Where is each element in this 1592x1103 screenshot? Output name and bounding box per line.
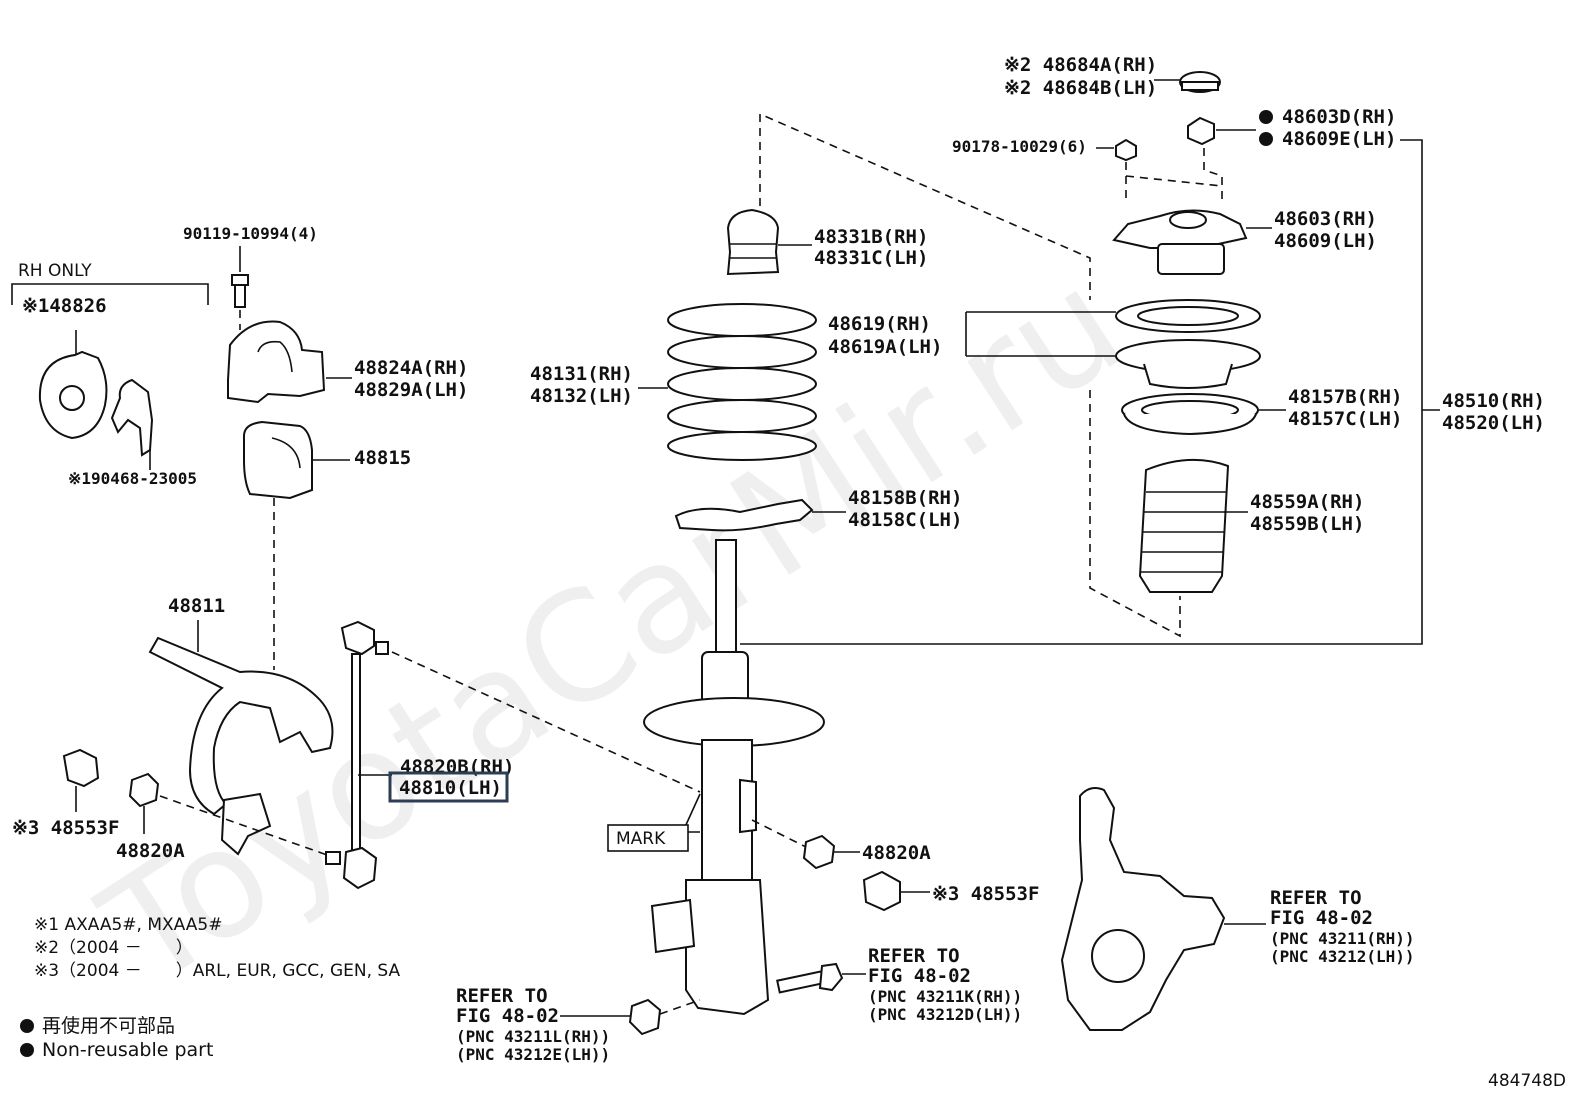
label-refer-bolt-3: (PNC 43211K(RH)) — [868, 987, 1022, 1006]
part-48810-stabilizer-link[interactable] — [325, 620, 389, 890]
nonreusable-dot-48609e — [1259, 132, 1273, 146]
legend-dot-jp — [20, 1019, 34, 1033]
label-refer-nut-1: REFER TO — [456, 985, 548, 1007]
note-3: ※3（2004 － ）ARL, EUR, GCC, GEN, SA — [34, 961, 401, 981]
leader-48619-bracket — [965, 311, 1116, 357]
part-48811-stabilizer-bar[interactable] — [148, 636, 334, 856]
label-48157c[interactable]: 48157C(LH) — [1288, 408, 1402, 430]
label-refer-knuckle-2[interactable]: FIG 48-02 — [1270, 907, 1373, 929]
label-48559b[interactable]: 48559B(LH) — [1250, 513, 1364, 535]
label-refer-nut-2[interactable]: FIG 48-02 — [456, 1005, 559, 1027]
part-48619-insulator-lower[interactable] — [1115, 339, 1261, 389]
label-48520[interactable]: 48520(LH) — [1442, 412, 1545, 434]
leader-48820a-right-dashed — [751, 819, 809, 849]
part-48619-insulator-upper[interactable] — [1115, 299, 1261, 333]
part-48815-bushing[interactable] — [243, 420, 313, 500]
part-48158-lower-insulator[interactable] — [674, 498, 814, 532]
legend-en: Non-reusable part — [42, 1039, 213, 1061]
legend-jp: 再使用不可部品 — [42, 1015, 175, 1037]
label-48553f-right[interactable]: ※3 48553F — [932, 883, 1039, 905]
label-refer-knuckle-1: REFER TO — [1270, 887, 1362, 909]
label-refer-knuckle-3: (PNC 43211(RH)) — [1270, 929, 1415, 948]
part-48553f-left[interactable] — [62, 748, 100, 788]
label-48829a[interactable]: 48829A(LH) — [354, 379, 468, 401]
leader-48820a-left-dashed — [159, 795, 331, 857]
highlight-48810 — [388, 771, 509, 803]
leader-link-to-strut — [391, 651, 701, 793]
mark-label: MARK — [616, 829, 666, 849]
label-48131[interactable]: 48131(RH) — [530, 363, 633, 385]
nonreusable-dot-48603d — [1259, 110, 1273, 124]
part-48331-bump-stop[interactable] — [726, 208, 780, 276]
leader-boot-dashed — [1089, 390, 1181, 638]
part-90468-clip[interactable] — [110, 378, 154, 470]
label-48684b[interactable]: ※2 48684B(LH) — [1004, 77, 1157, 99]
label-90468[interactable]: ※190468-23005 — [68, 469, 197, 488]
rh-only-bracket — [11, 283, 209, 305]
diagram-id: 484748D — [1488, 1071, 1566, 1091]
label-48553f-left[interactable]: ※3 48553F — [12, 817, 119, 839]
legend-dot-en — [20, 1043, 34, 1057]
part-48603d-nut[interactable] — [1187, 116, 1215, 146]
label-refer-nut-3: (PNC 43211L(RH)) — [456, 1027, 610, 1046]
label-refer-bolt-4: (PNC 43212D(LH)) — [868, 1005, 1022, 1024]
label-48609e[interactable]: 48609E(LH) — [1282, 128, 1396, 150]
label-48820a-right[interactable]: 48820A — [862, 842, 931, 864]
part-48684-cap[interactable] — [1179, 71, 1221, 93]
part-90178-nut[interactable] — [1115, 138, 1137, 162]
label-48603d[interactable]: 48603D(RH) — [1282, 106, 1396, 128]
label-refer-nut-4: (PNC 43212E(LH)) — [456, 1045, 610, 1064]
label-refer-bolt-1: REFER TO — [868, 945, 960, 967]
label-48619[interactable]: 48619(RH) — [828, 313, 931, 335]
label-48811[interactable]: 48811 — [168, 595, 225, 617]
label-48603[interactable]: 48603(RH) — [1274, 208, 1377, 230]
label-48331c[interactable]: 48331C(LH) — [814, 247, 928, 269]
label-48157b[interactable]: 48157B(RH) — [1288, 386, 1402, 408]
label-48824a[interactable]: 48824A(RH) — [354, 357, 468, 379]
part-48824a-bracket[interactable] — [227, 320, 326, 404]
label-48619a[interactable]: 48619A(LH) — [828, 336, 942, 358]
part-48553f-right[interactable] — [862, 870, 901, 912]
label-refer-bolt-2[interactable]: FIG 48-02 — [868, 965, 971, 987]
label-48826[interactable]: ※148826 — [22, 295, 107, 317]
note-1: ※1 AXAA5#, MXAA5# — [34, 915, 222, 935]
label-48815[interactable]: 48815 — [354, 447, 411, 469]
part-48157-spring-seat[interactable] — [1121, 393, 1259, 436]
part-48820a-right[interactable] — [802, 834, 836, 870]
label-48510[interactable]: 48510(RH) — [1442, 390, 1545, 412]
part-90119-bolt[interactable] — [231, 274, 249, 308]
label-48158b[interactable]: 48158B(RH) — [848, 487, 962, 509]
leader-48510-bracket — [740, 139, 1423, 645]
label-48820a-left[interactable]: 48820A — [116, 840, 185, 862]
part-steering-knuckle[interactable] — [1060, 787, 1226, 1031]
rh-only-label: RH ONLY — [18, 261, 92, 281]
part-knuckle-bolt[interactable] — [776, 962, 844, 994]
part-knuckle-nut[interactable] — [628, 998, 662, 1036]
label-90178[interactable]: 90178-10029(6) — [952, 137, 1087, 156]
leader-bumpstop-dashed — [759, 112, 1091, 300]
label-90119[interactable]: 90119-10994(4) — [183, 224, 318, 243]
part-48826-cover[interactable] — [38, 330, 108, 440]
label-48559a[interactable]: 48559A(RH) — [1250, 491, 1364, 513]
part-48131-coil-spring[interactable] — [667, 303, 817, 461]
part-48559-dust-boot[interactable] — [1138, 458, 1230, 593]
mark-box — [607, 824, 689, 852]
label-48684a[interactable]: ※2 48684A(RH) — [1004, 54, 1157, 76]
label-48331b[interactable]: 48331B(RH) — [814, 226, 928, 248]
part-48820a-left[interactable] — [128, 772, 160, 808]
leader-mount-dashed — [1125, 148, 1223, 200]
leader-nut-dashed — [659, 999, 701, 1015]
part-shock-absorber[interactable] — [643, 539, 825, 1016]
label-48158c[interactable]: 48158C(LH) — [848, 509, 962, 531]
note-2: ※2（2004 － ） — [34, 938, 193, 958]
part-48603-upper-mount[interactable] — [1112, 209, 1248, 275]
label-48132[interactable]: 48132(LH) — [530, 385, 633, 407]
label-48609[interactable]: 48609(LH) — [1274, 230, 1377, 252]
label-refer-knuckle-4: (PNC 43212(LH)) — [1270, 947, 1415, 966]
label-48820b[interactable]: 48820B(RH) — [400, 756, 514, 778]
label-48810[interactable]: 48810(LH) — [399, 777, 502, 799]
